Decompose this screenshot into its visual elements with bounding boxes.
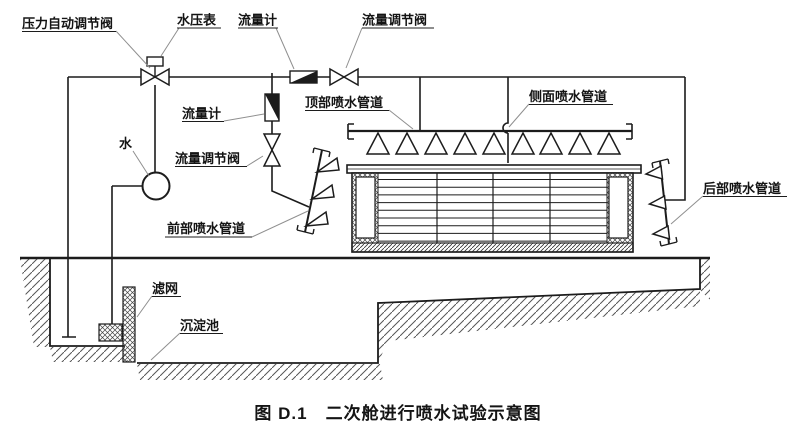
label-main-flow-valve: 流量调节阀 — [362, 13, 427, 28]
label-settling-pool: 沉淀池 — [180, 318, 219, 333]
branch-flow-valve-symbol — [262, 133, 282, 167]
earth-hatch-slope — [378, 290, 700, 363]
water-source-circle — [141, 171, 171, 201]
rear-feed-pipe — [664, 77, 686, 201]
pipe-network — [62, 73, 686, 338]
pressure-auto-valve-symbol — [140, 56, 170, 87]
earth-hatch-floor2 — [137, 364, 383, 380]
rear-spray-pipe-symbol — [644, 158, 678, 247]
top-spray-bar-brackets — [347, 123, 633, 140]
front-spray-pipe-symbol — [296, 147, 340, 235]
label-front-spray-pipe: 前部喷水管道 — [167, 221, 245, 236]
test-cabin — [346, 164, 642, 253]
spray-nozzles-rear — [644, 164, 671, 241]
label-top-spray-pipe: 顶部喷水管道 — [305, 95, 383, 110]
cabin-base-strip — [351, 242, 634, 253]
label-main-flow-meter: 流量计 — [238, 13, 277, 28]
label-pressure-auto-valve: 压力自动调节阀 — [22, 16, 113, 31]
main-flow-valve-symbol — [329, 67, 359, 87]
earth-hatch-left — [20, 259, 50, 347]
cabin-left-panel — [355, 176, 376, 239]
label-filter-screen: 滤网 — [152, 281, 178, 296]
cabin-right-panel — [608, 176, 629, 239]
water-pressure-gauge-symbol — [146, 56, 164, 67]
figure-caption: 图 D.1 二次舱进行喷水试验示意图 — [254, 403, 541, 423]
rear-pipe-caps — [651, 158, 678, 247]
label-side-spray-pipe: 侧面喷水管道 — [529, 89, 607, 104]
filter-screen-bar — [122, 286, 136, 363]
front-pipe-caps — [296, 147, 331, 235]
leader-lines — [115, 27, 704, 361]
ground-section — [20, 256, 710, 380]
earth-hatch-floor1 — [50, 347, 128, 362]
spray-nozzles-front — [303, 156, 340, 228]
cabin-dividers — [436, 173, 551, 243]
spray-nozzles-top — [365, 131, 622, 155]
top-spray-pipe-symbol — [347, 123, 633, 155]
suction-strainer-box — [98, 323, 123, 342]
label-water-source: 水 — [119, 136, 133, 151]
main-supply-pipe — [68, 73, 685, 78]
label-rear-spray-pipe: 后部喷水管道 — [703, 181, 781, 196]
label-branch-flow-meter: 流量计 — [182, 106, 221, 121]
return-drop-pipe — [62, 77, 76, 338]
side-feed-drop — [502, 77, 509, 163]
settling-pit-outline — [49, 258, 701, 364]
main-flow-meter-symbol — [289, 70, 318, 84]
label-underlines — [22, 27, 787, 334]
earth-hatch-right — [700, 258, 710, 300]
branch-flow-meter-symbol — [264, 93, 280, 122]
pump-suction-pipe — [111, 185, 143, 324]
label-water-pressure-gauge: 水压表 — [177, 13, 217, 28]
label-branch-flow-valve: 流量调节阀 — [175, 151, 240, 166]
branch-pipe — [271, 77, 310, 208]
